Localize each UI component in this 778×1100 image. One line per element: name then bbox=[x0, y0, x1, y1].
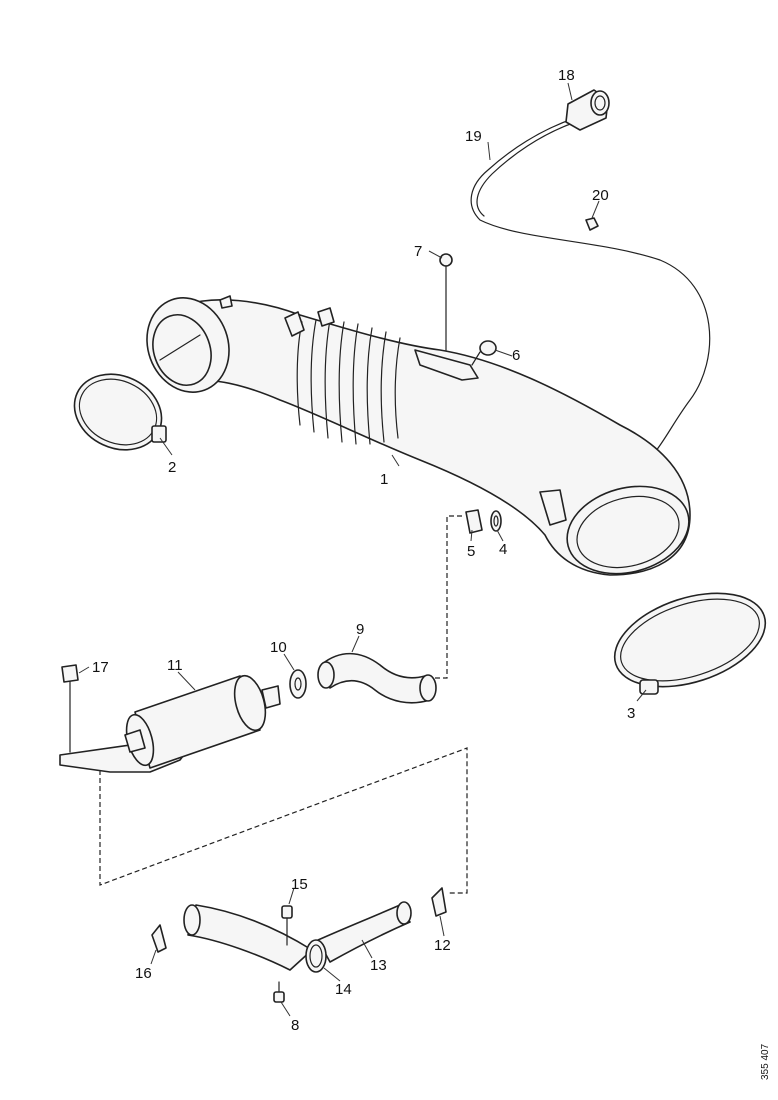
callout-13: 13 bbox=[370, 957, 387, 974]
callout-10: 10 bbox=[270, 639, 287, 656]
leader-lines bbox=[78, 82, 647, 1017]
callout-6: 6 bbox=[512, 347, 520, 364]
hose-clamp-3 bbox=[613, 592, 767, 695]
sensor-connector bbox=[565, 89, 610, 131]
callout-15: 15 bbox=[291, 876, 308, 893]
callout-1: 1 bbox=[380, 471, 388, 488]
small-fastener-20 bbox=[585, 217, 599, 231]
dashed-line-hose bbox=[432, 515, 462, 679]
callout-3: 3 bbox=[627, 705, 635, 722]
reference-code: 355 407 bbox=[760, 1043, 771, 1080]
lower-pipe-13 bbox=[317, 901, 412, 963]
callout-5: 5 bbox=[467, 543, 475, 560]
callout-8: 8 bbox=[291, 1017, 299, 1034]
callout-4: 4 bbox=[499, 541, 507, 558]
callout-labels: 1 2 3 4 5 6 7 8 9 10 11 12 13 14 15 16 1… bbox=[92, 67, 635, 1034]
sensor-wire-inner bbox=[476, 122, 574, 217]
callout-2: 2 bbox=[168, 459, 176, 476]
callout-20: 20 bbox=[592, 187, 609, 204]
clip-12 bbox=[431, 887, 447, 917]
callout-16: 16 bbox=[135, 965, 152, 982]
sensor-wire bbox=[470, 117, 711, 453]
gasket-10 bbox=[289, 669, 307, 699]
callout-14: 14 bbox=[335, 981, 352, 998]
dashed-line-canister bbox=[99, 747, 468, 894]
callout-7: 7 bbox=[414, 243, 422, 260]
bolt-17 bbox=[61, 664, 79, 753]
callout-19: 19 bbox=[465, 128, 482, 145]
screw-6 bbox=[471, 340, 497, 366]
clip-16-part bbox=[151, 924, 167, 953]
screw-15 bbox=[281, 905, 293, 946]
screw-7 bbox=[439, 253, 453, 351]
connection-hose-9 bbox=[317, 652, 437, 704]
hose-clamp-2 bbox=[73, 373, 167, 451]
callout-12: 12 bbox=[434, 937, 451, 954]
o-ring-4 bbox=[490, 510, 502, 532]
callout-17: 17 bbox=[92, 659, 109, 676]
hose-clamp-14 bbox=[305, 939, 327, 973]
main-intake-hose bbox=[146, 295, 691, 576]
callout-11: 11 bbox=[167, 657, 183, 674]
callout-18: 18 bbox=[558, 67, 575, 84]
screw-8 bbox=[273, 981, 285, 1003]
canister-11 bbox=[59, 674, 281, 773]
callout-9: 9 bbox=[356, 621, 364, 638]
grommet-5 bbox=[465, 509, 483, 534]
